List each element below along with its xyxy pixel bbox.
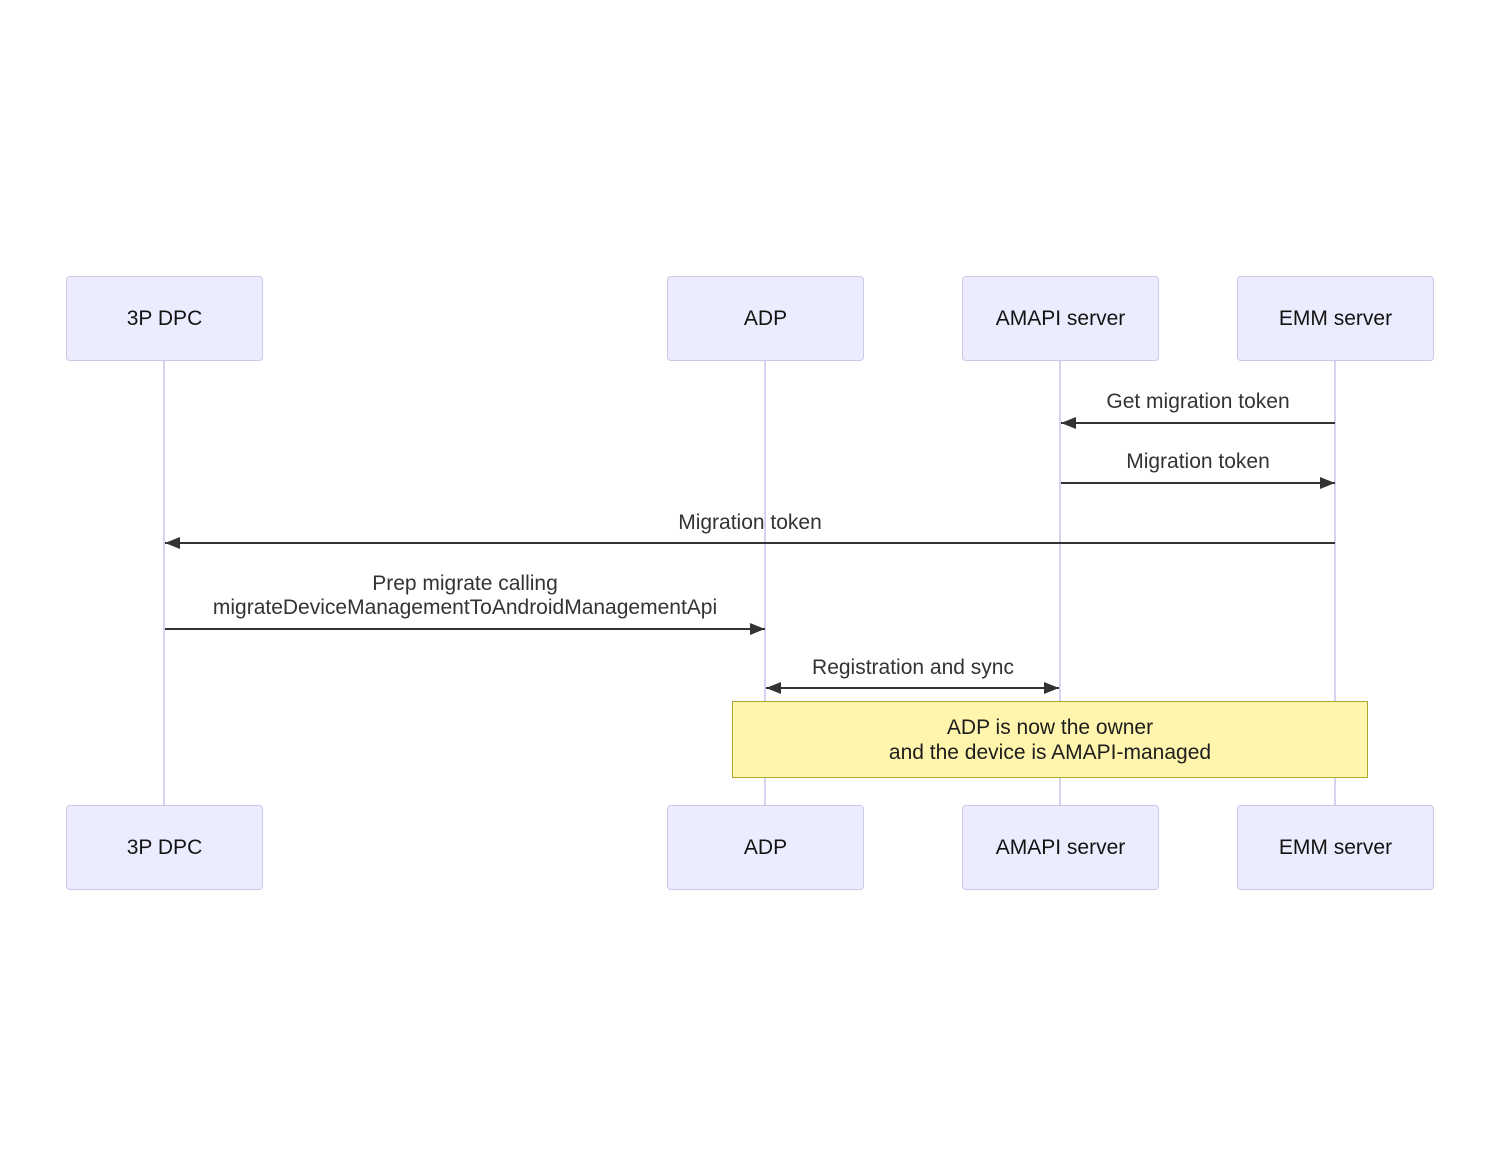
actor-emm-server-top: EMM server (1237, 276, 1434, 361)
message-line (1061, 482, 1335, 484)
lifeline-amapi-server (1059, 361, 1061, 806)
message-line (766, 687, 1059, 689)
arrowhead-left-icon (766, 682, 781, 694)
actor-adp-bottom: ADP (667, 805, 864, 890)
actor-label: AMAPI server (995, 835, 1126, 859)
message-line (165, 542, 1335, 544)
message-label-get-migration-token: Get migration token (1106, 390, 1290, 413)
message-label-registration-sync: Registration and sync (812, 656, 1014, 679)
message-label-line1: Prep migrate calling (372, 572, 558, 595)
actor-amapi-server-bottom: AMAPI server (962, 805, 1159, 890)
note-text-line1: ADP is now the owner (946, 715, 1154, 739)
actor-label: EMM server (1278, 835, 1393, 859)
message-label-line2: migrateDeviceManagementToAndroidManageme… (212, 596, 718, 619)
lifeline-adp (764, 361, 766, 806)
actor-amapi-server-top: AMAPI server (962, 276, 1159, 361)
message-line (165, 628, 765, 630)
note-box: ADP is now the owner and the device is A… (732, 701, 1368, 778)
arrowhead-right-icon (1320, 477, 1335, 489)
actor-label: 3P DPC (126, 306, 203, 330)
arrowhead-left-icon (1061, 417, 1076, 429)
message-label-migration-token: Migration token (1126, 450, 1270, 473)
actor-label: 3P DPC (126, 835, 203, 859)
actor-label: EMM server (1278, 306, 1393, 330)
actor-emm-server-bottom: EMM server (1237, 805, 1434, 890)
arrowhead-right-icon (1044, 682, 1059, 694)
message-line (1061, 422, 1335, 424)
actor-label: ADP (743, 835, 788, 859)
note-text-line2: and the device is AMAPI-managed (888, 740, 1212, 764)
lifeline-3p-dpc (163, 361, 165, 806)
actor-3p-dpc-bottom: 3P DPC (66, 805, 263, 890)
actor-label: AMAPI server (995, 306, 1126, 330)
message-label-prep-migrate: Prep migrate calling migrateDeviceManage… (213, 572, 717, 620)
message-label-migration-token-long: Migration token (678, 511, 822, 534)
actor-adp-top: ADP (667, 276, 864, 361)
actor-label: ADP (743, 306, 788, 330)
arrowhead-right-icon (750, 623, 765, 635)
arrowhead-left-icon (165, 537, 180, 549)
actor-3p-dpc-top: 3P DPC (66, 276, 263, 361)
lifeline-emm-server (1334, 361, 1336, 806)
